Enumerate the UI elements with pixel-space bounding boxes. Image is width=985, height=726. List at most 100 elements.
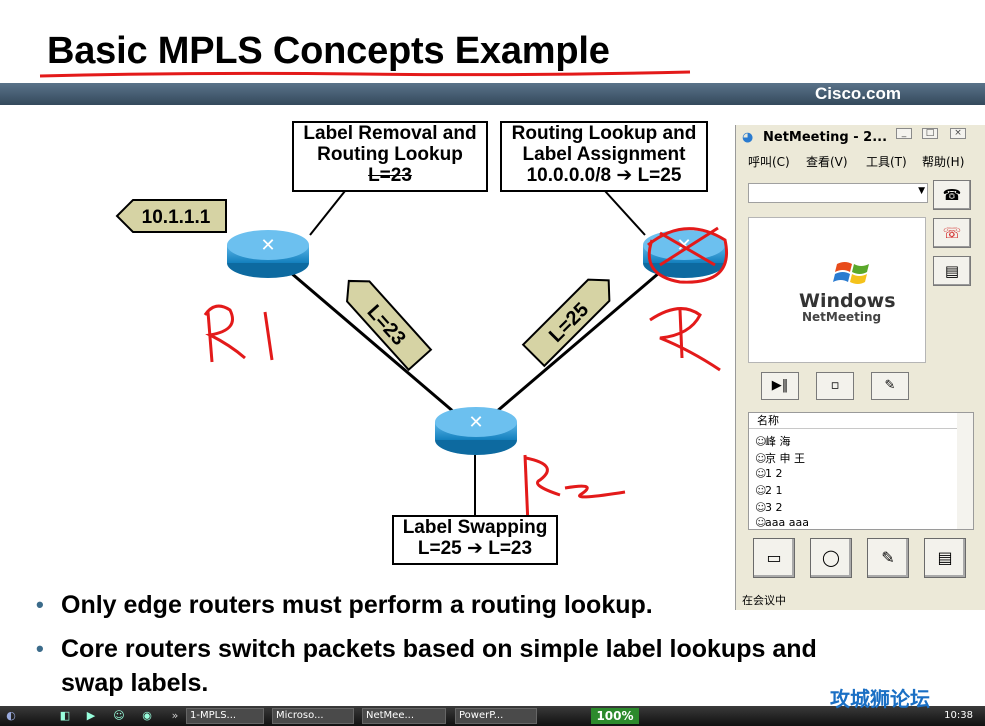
svg-text:✕: ✕ <box>468 412 483 432</box>
menu-tools[interactable]: 工具(T) <box>866 155 907 169</box>
netmeeting-app-icon: ◕ <box>742 130 754 145</box>
file-transfer-button[interactable]: ▤ <box>924 538 966 578</box>
swap-out: L=23 <box>488 538 533 559</box>
share-program-button[interactable]: ▭ <box>753 538 795 578</box>
taskbar-item-microsoft[interactable]: Microso... <box>272 708 354 724</box>
taskbar-item-mpls[interactable]: 1-MPLS... <box>186 708 264 724</box>
clock: 10:38 <box>944 710 973 721</box>
logo-text-netmeeting: NetMeeting <box>802 310 882 324</box>
participant-name: 峰 海 <box>765 435 791 448</box>
netmeeting-window[interactable]: ◕ NetMeeting - 2... _ □ × 呼叫(C) 查看(V) 工具… <box>735 125 985 610</box>
arrow-icon: ➔ <box>616 165 633 186</box>
list-item[interactable]: ☺京 申 王 <box>755 450 805 466</box>
bullet-dot-icon: • <box>36 592 44 617</box>
participant-name: 京 申 王 <box>765 452 805 465</box>
audio-tuning-button[interactable]: ✎ <box>871 372 909 400</box>
whiteboard-button[interactable]: ✎ <box>867 538 909 578</box>
swap-in: L=25 <box>417 538 462 559</box>
watermark: 攻城狮论坛 <box>830 687 930 711</box>
minimize-button[interactable]: _ <box>896 128 912 139</box>
desktop-icon[interactable]: ◧ <box>59 709 71 722</box>
taskbar-item-powerpoint[interactable]: PowerP... <box>455 708 537 724</box>
link-r1-r2 <box>269 253 476 432</box>
list-item[interactable]: ☺峰 海 <box>755 433 791 449</box>
status-text: 在会议中 <box>742 594 786 607</box>
participant-name: 2 1 <box>765 484 783 497</box>
label-tag-left: L=23 <box>346 279 433 372</box>
netmeeting-titlebar[interactable]: ◕ NetMeeting - 2... _ □ × <box>736 125 985 151</box>
share-icon: ▭ <box>766 548 782 567</box>
bullet-dot-icon: • <box>36 636 44 661</box>
hangup-icon: ☏ <box>942 224 962 242</box>
title-underline <box>39 70 691 78</box>
slide-title: Basic MPLS Concepts Example <box>47 30 610 72</box>
pip-icon: ▫ <box>830 378 840 393</box>
label-assign-line1: Routing Lookup and <box>511 123 697 144</box>
whiteboard-icon: ✎ <box>881 548 895 567</box>
chat-button[interactable]: ◯ <box>810 538 852 578</box>
picture-in-picture-button[interactable]: ▫ <box>816 372 854 400</box>
assign-label: L=25 <box>637 165 682 186</box>
label-removal-line1: Label Removal and <box>303 123 477 144</box>
zoom-indicator[interactable]: 100% <box>591 708 639 724</box>
router-r2: ✕ <box>435 407 517 455</box>
address-book-icon: ▤ <box>944 262 960 280</box>
list-item[interactable]: ☺aaa aaa <box>755 516 809 529</box>
label-removal-line3: L=23 <box>368 165 412 186</box>
mic-icon: ✎ <box>884 378 896 393</box>
label-swap-line1: Label Swapping <box>402 517 548 538</box>
list-item[interactable]: ☺3 2 <box>755 501 783 514</box>
close-button[interactable]: × <box>950 128 966 139</box>
label-assign-box: Routing Lookup and Label Assignment 10.0… <box>500 121 708 192</box>
list-header-name[interactable]: 名称 <box>749 413 957 429</box>
user-icon: ☺ <box>755 467 767 480</box>
start-button[interactable]: ◐ <box>6 709 16 722</box>
menu-call[interactable]: 呼叫(C) <box>748 155 790 169</box>
participant-list[interactable]: 名称 ☺峰 海 ☺京 申 王 ☺1 2 ☺2 1 ☺3 2 ☺aaa aaa <box>748 412 974 530</box>
phone-icon: ☎ <box>942 186 962 204</box>
windows-logo-icon <box>833 262 869 284</box>
svg-text:10.1.1.1: 10.1.1.1 <box>142 207 211 228</box>
maximize-button[interactable]: □ <box>922 128 938 139</box>
bullet-text: swap labels. <box>61 669 209 697</box>
user-icon: ☺ <box>755 435 767 448</box>
start-video-button[interactable]: ▶‖ <box>761 372 799 400</box>
play-pause-icon: ▶‖ <box>771 378 789 393</box>
label-swap-line2: L=25 ➔ L=23 <box>394 538 556 559</box>
taskbar-item-netmeeting[interactable]: NetMee... <box>362 708 446 724</box>
list-item[interactable]: ☺1 2 <box>755 467 783 480</box>
label-assign-line2: Label Assignment <box>522 144 686 165</box>
chevron-down-icon[interactable]: ▼ <box>918 186 925 196</box>
mpls-diagram: ✕ ✕ ✕ 10.1.1.1 L=23 L=25 <box>39 70 728 526</box>
participant-name: aaa aaa <box>765 516 809 529</box>
link-r1-box <box>309 190 346 236</box>
router-r1: ✕ <box>227 230 309 278</box>
directory-button[interactable]: ▤ <box>933 256 971 286</box>
menu-view[interactable]: 查看(V) <box>806 155 848 169</box>
label-assign-line3: 10.0.0.0/8 ➔ L=25 <box>502 165 706 186</box>
file-icon: ▤ <box>937 548 953 567</box>
header-bar <box>0 83 985 105</box>
menu-help[interactable]: 帮助(H) <box>922 155 965 169</box>
user-icon: ☺ <box>755 501 767 514</box>
user-icon: ☺ <box>755 516 767 529</box>
netmeeting-menubar: 呼叫(C) 查看(V) 工具(T) 帮助(H) <box>736 151 985 171</box>
participant-name: 3 2 <box>765 501 783 514</box>
label-swap-box: Label Swapping L=25 ➔ L=23 <box>392 515 558 565</box>
list-scrollbar[interactable] <box>957 413 973 529</box>
messenger-icon[interactable]: ☺ <box>113 709 125 722</box>
user-icon: ☺ <box>755 484 767 497</box>
label-removal-box: Label Removal and Routing Lookup L=23 <box>292 121 488 192</box>
brand-label: Cisco.com <box>815 84 901 103</box>
address-combobox[interactable]: ▼ <box>748 183 928 203</box>
list-item[interactable]: ☺2 1 <box>755 484 783 497</box>
media-player-icon[interactable]: ▶ <box>86 709 96 722</box>
taskbar: ◐ ◧ ▶ ☺ ◉ » 1-MPLS... Microso... NetMee.… <box>0 706 985 726</box>
ip-tag: 10.1.1.1 <box>115 199 227 233</box>
place-call-button[interactable]: ☎ <box>933 180 971 210</box>
end-call-button[interactable]: ☏ <box>933 218 971 248</box>
video-area: Windows NetMeeting <box>748 217 926 363</box>
expand-icon[interactable]: » <box>171 709 179 722</box>
assign-prefix: 10.0.0.0/8 <box>526 165 612 186</box>
browser-icon[interactable]: ◉ <box>142 709 152 722</box>
